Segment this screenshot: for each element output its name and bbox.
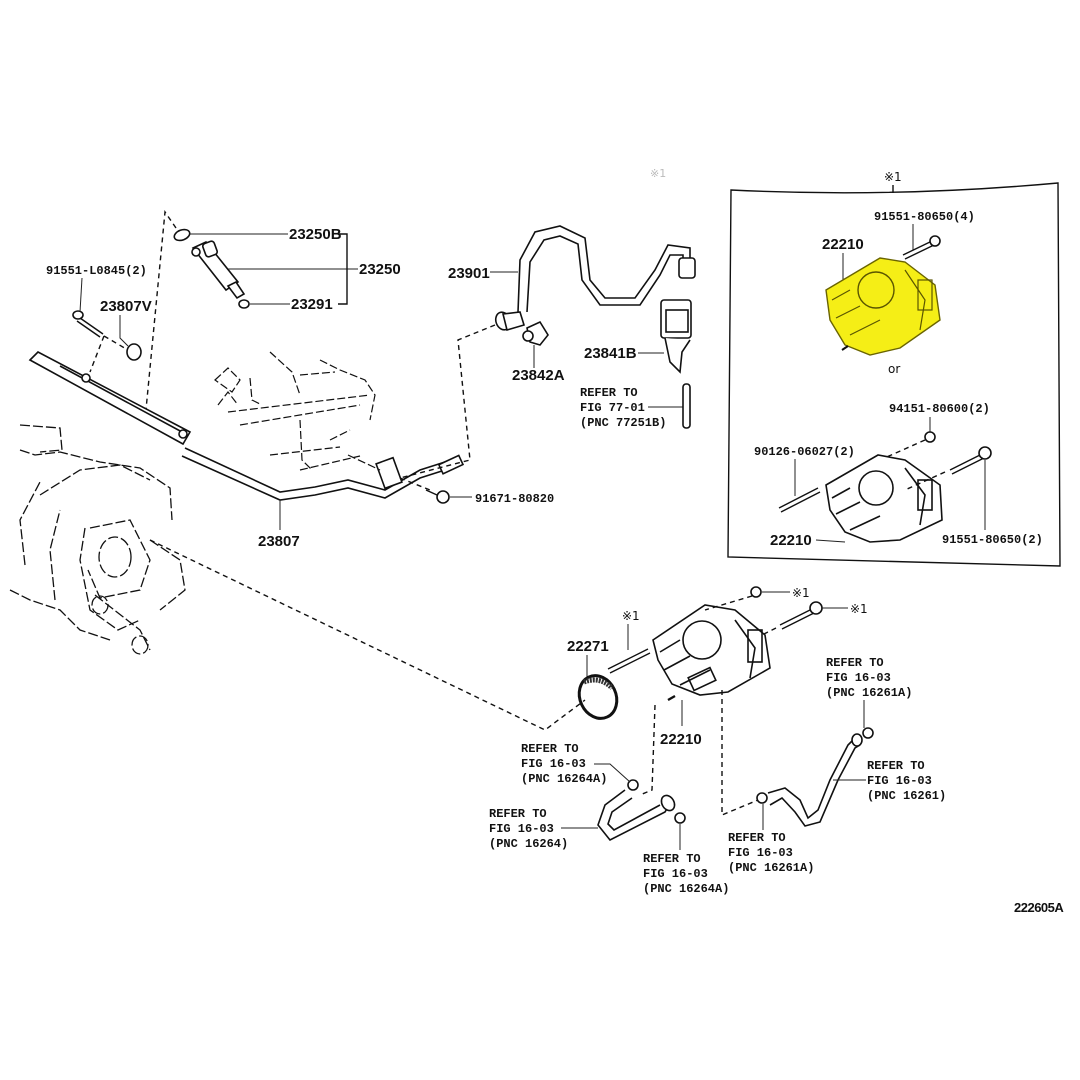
label-box-94151-80600-2: 94151-80600(2) bbox=[889, 402, 990, 416]
box-note-marker: ※1 bbox=[884, 170, 902, 184]
gasket-22271[interactable] bbox=[572, 669, 623, 724]
bolt-91551-80650-2[interactable] bbox=[949, 446, 992, 475]
fuel-rail-23807[interactable] bbox=[28, 351, 465, 501]
refer-77-line1: REFER TO bbox=[580, 386, 638, 400]
label-23291: 23291 bbox=[291, 296, 333, 313]
refer-16264A-top[interactable]: REFER TO FIG 16-03 (PNC 16264A) bbox=[521, 742, 607, 786]
ref-16264A-top-l2: FIG 16-03 bbox=[521, 757, 586, 771]
nut-main[interactable] bbox=[750, 586, 762, 598]
ref-16261A-bot-l3: (PNC 16261A) bbox=[728, 861, 814, 875]
label-91671-80820: 91671-80820 bbox=[475, 492, 554, 506]
clamp-16261A-bottom[interactable] bbox=[756, 792, 768, 804]
stud-note-marker: ※1 bbox=[622, 609, 640, 623]
label-23901: 23901 bbox=[448, 265, 490, 282]
throttle-body-22210-highlighted[interactable] bbox=[825, 257, 941, 356]
spacer-23807V[interactable] bbox=[126, 343, 142, 361]
refer-fig-77-01[interactable]: REFER TO FIG 77-01 (PNC 77251B) bbox=[580, 386, 666, 430]
clamp-16264A-top[interactable] bbox=[627, 779, 639, 791]
stud-main[interactable] bbox=[607, 648, 651, 674]
label-22271: 22271 bbox=[567, 638, 609, 655]
throttle-body-22210[interactable] bbox=[652, 604, 771, 702]
label-23250: 23250 bbox=[359, 261, 401, 278]
clamp-16261A-top[interactable] bbox=[862, 727, 874, 739]
or-text: or bbox=[888, 362, 900, 376]
ref-16264A-bot-l1: REFER TO bbox=[643, 852, 701, 866]
bolt-91551-L0845[interactable] bbox=[72, 310, 104, 338]
refer-16261A-top[interactable]: REFER TO FIG 16-03 (PNC 16261A) bbox=[826, 656, 912, 700]
nut-note-marker: ※1 bbox=[792, 586, 810, 600]
ref-16261A-top-l3: (PNC 16261A) bbox=[826, 686, 912, 700]
ref-16261A-bot-l1: REFER TO bbox=[728, 831, 786, 845]
intake-manifold-sketch bbox=[9, 424, 186, 655]
ref-16261-l2: FIG 16-03 bbox=[867, 774, 932, 788]
faint-note-marker: ※1 bbox=[650, 167, 666, 180]
stud-90126-06027[interactable] bbox=[778, 487, 821, 513]
label-box-22210-a: 22210 bbox=[822, 236, 864, 253]
injector-group: 23250B 23250 23291 bbox=[173, 226, 401, 313]
clip-23842A[interactable] bbox=[522, 320, 549, 346]
ref-16261-l3: (PNC 16261) bbox=[867, 789, 946, 803]
label-23841B: 23841B bbox=[584, 345, 637, 362]
ref-16264A-bot-l2: FIG 16-03 bbox=[643, 867, 708, 881]
ref-16264-l2: FIG 16-03 bbox=[489, 822, 554, 836]
refer-16264A-bottom[interactable]: REFER TO FIG 16-03 (PNC 16264A) bbox=[643, 852, 729, 896]
injector-23250[interactable] bbox=[191, 240, 246, 300]
label-box-91551-80650-4: 91551-80650(4) bbox=[874, 210, 975, 224]
bolt-91671-80820[interactable] bbox=[425, 489, 450, 504]
label-23807V: 23807V bbox=[100, 298, 152, 315]
label-box-22210-b: 22210 bbox=[770, 532, 812, 549]
guide-right-down bbox=[721, 690, 759, 817]
nut-94151-80600[interactable] bbox=[924, 431, 936, 443]
ref-16264-l1: REFER TO bbox=[489, 807, 547, 821]
label-box-90126-06027-2: 90126-06027(2) bbox=[754, 445, 855, 459]
guide-left-down bbox=[639, 704, 656, 796]
diagram-id: 222605A bbox=[1014, 900, 1064, 915]
label-23250B: 23250B bbox=[289, 226, 342, 243]
bolt-91551-80650-4[interactable] bbox=[902, 235, 941, 260]
throttle-guide-line bbox=[149, 539, 586, 731]
clamp-16264A-bottom[interactable] bbox=[674, 812, 686, 824]
label-23807: 23807 bbox=[258, 533, 300, 550]
ref-16261A-top-l2: FIG 16-03 bbox=[826, 671, 891, 685]
bolt-main[interactable] bbox=[779, 601, 823, 630]
pcv-hose-23901[interactable] bbox=[493, 225, 696, 332]
water-hose-16264[interactable] bbox=[597, 789, 677, 842]
refer-16261A-bottom[interactable]: REFER TO FIG 16-03 (PNC 16261A) bbox=[728, 831, 814, 875]
label-box-91551-80650-2: 91551-80650(2) bbox=[942, 533, 1043, 547]
vsv-23841B[interactable] bbox=[660, 299, 692, 374]
injector-guide-line bbox=[144, 210, 177, 421]
refer-77-line3: (PNC 77251B) bbox=[580, 416, 666, 430]
ref-16261-l1: REFER TO bbox=[867, 759, 925, 773]
alternatives-box: ※1 91551-80650(4) 22210 or 94151-80600(2… bbox=[727, 170, 1061, 567]
engine-head-sketch bbox=[214, 351, 381, 471]
hose-77251B[interactable] bbox=[682, 383, 691, 429]
ref-16264A-top-l3: (PNC 16264A) bbox=[521, 772, 607, 786]
ref-16264A-top-l1: REFER TO bbox=[521, 742, 579, 756]
refer-16261[interactable]: REFER TO FIG 16-03 (PNC 16261) bbox=[867, 759, 946, 803]
label-23842A: 23842A bbox=[512, 367, 565, 384]
refer-16264[interactable]: REFER TO FIG 16-03 (PNC 16264) bbox=[489, 807, 568, 851]
water-hose-16261[interactable] bbox=[767, 733, 863, 827]
bolt-note-marker: ※1 bbox=[850, 602, 868, 616]
label-22210: 22210 bbox=[660, 731, 702, 748]
label-91551-L0845: 91551-L0845(2) bbox=[46, 264, 147, 278]
throttle-body-22210-alt[interactable] bbox=[825, 454, 943, 543]
ref-16261A-top-l1: REFER TO bbox=[826, 656, 884, 670]
o-ring-23250B[interactable] bbox=[173, 228, 191, 243]
refer-77-line2: FIG 77-01 bbox=[580, 401, 645, 415]
ref-16264A-bot-l3: (PNC 16264A) bbox=[643, 882, 729, 896]
insulator-23291[interactable] bbox=[238, 299, 250, 309]
ref-16264-l3: (PNC 16264) bbox=[489, 837, 568, 851]
ref-16261A-bot-l2: FIG 16-03 bbox=[728, 846, 793, 860]
pcv-guide-line bbox=[399, 324, 496, 479]
